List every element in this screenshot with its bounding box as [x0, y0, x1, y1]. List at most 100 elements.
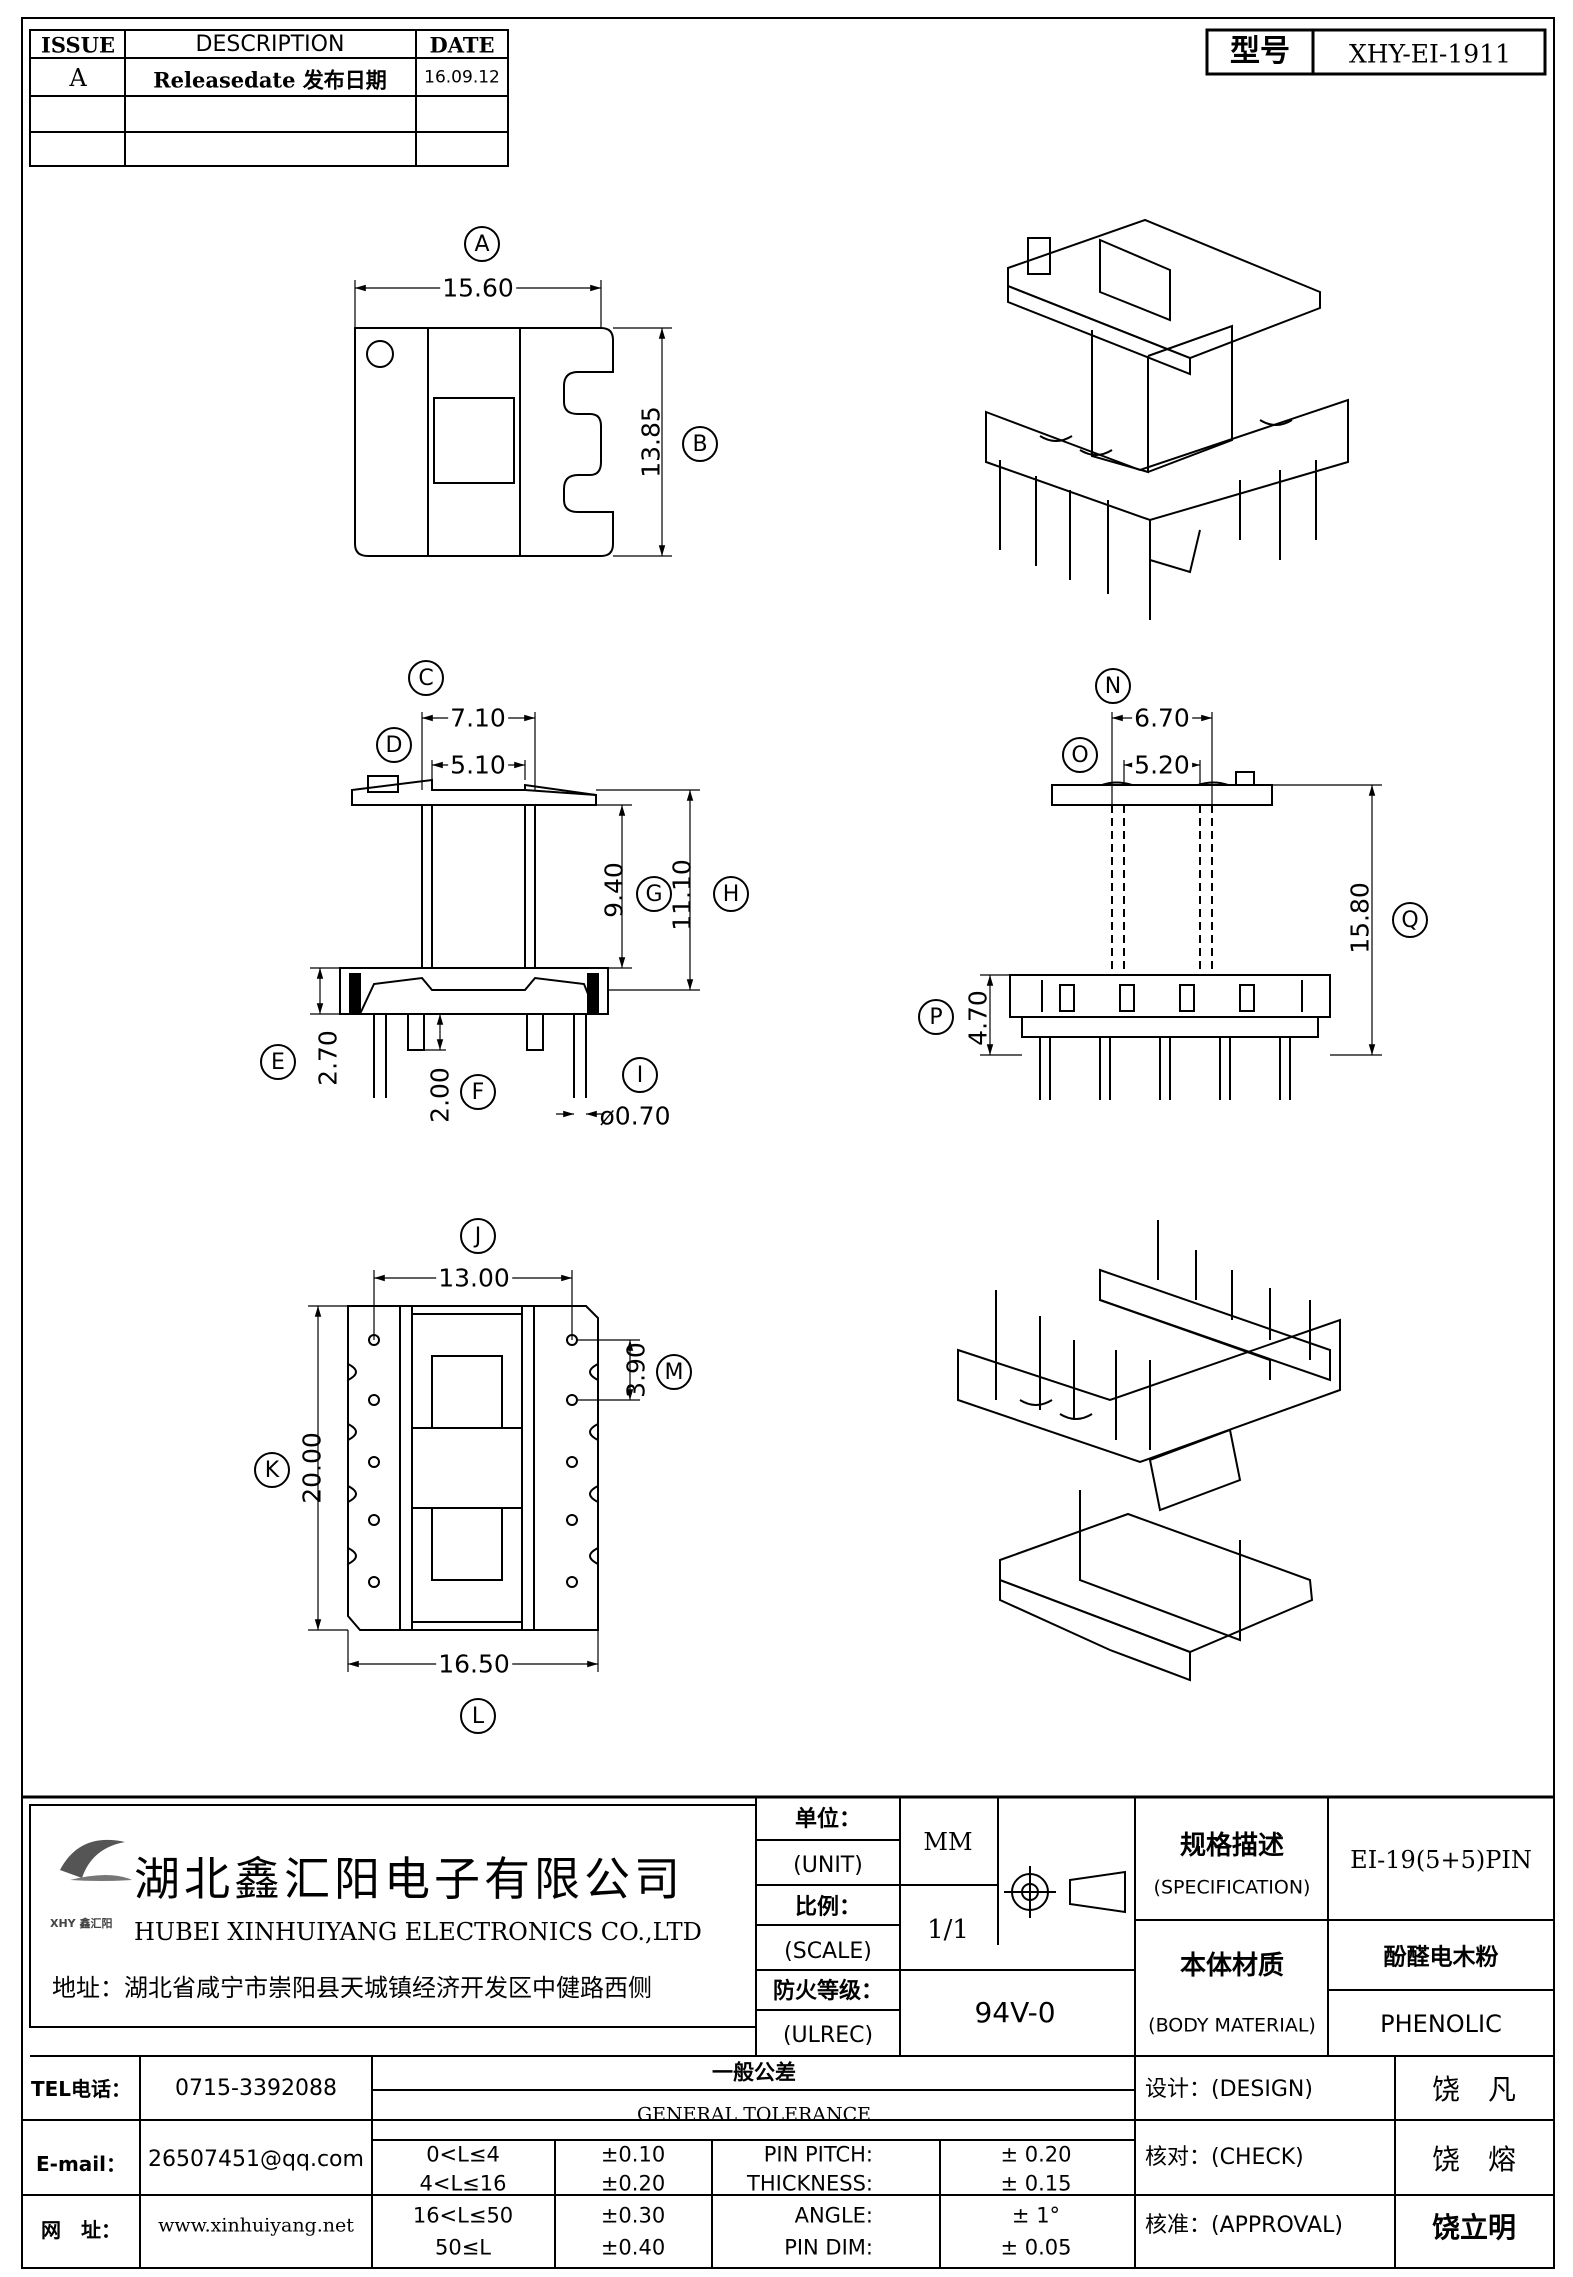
company-logo-mark: [60, 1839, 132, 1881]
balloon-a: A: [464, 226, 500, 262]
title-block-grid: [22, 1797, 1554, 2268]
web-value: www.xinhuiyang.net: [158, 2214, 354, 2237]
balloon-m: M: [656, 1354, 692, 1390]
tol-range-1: 4<L≤16: [419, 2171, 507, 2196]
designer-name: 饶 凡: [1431, 2073, 1517, 2106]
material-value-en: PHENOLIC: [1380, 2010, 1502, 2038]
scale-label-cn: 比例：: [794, 1895, 862, 1920]
balloon-p: P: [918, 999, 954, 1035]
tel-label: TEL电话：: [30, 2077, 132, 2101]
balloon-o: O: [1062, 737, 1098, 773]
balloon-c: C: [408, 660, 444, 696]
balloon-g: G: [636, 876, 672, 912]
tol-value-3: ±0.40: [600, 2235, 666, 2260]
unit-label-en: (UNIT): [793, 1853, 863, 1878]
dim-h: 11.10: [667, 859, 697, 931]
dim-n: 6.70: [1132, 703, 1192, 733]
web-label: 网 址：: [41, 2218, 121, 2242]
dim-d: 5.10: [448, 750, 508, 780]
revision-table-grid: [29, 29, 509, 167]
tol-item-0-value: ± 0.20: [1000, 2142, 1072, 2167]
model-value: XHY-EI-1911: [1349, 39, 1511, 69]
rev-row-issue: A: [69, 64, 87, 92]
dim-j: 13.00: [436, 1263, 512, 1293]
view-side: [980, 712, 1382, 1100]
tolerance-title-cn: 一般公差: [712, 2060, 796, 2085]
spec-label-cn: 规格描述: [1179, 1831, 1285, 1861]
material-label-cn: 本体材质: [1179, 1951, 1285, 1981]
dim-c: 7.10: [448, 703, 508, 733]
fire-value: 94V-0: [974, 1996, 1056, 2029]
balloon-l: L: [460, 1698, 496, 1734]
sheet-border: [21, 17, 1555, 2269]
dim-b: 13.85: [636, 406, 666, 478]
rev-row-date: 16.09.12: [424, 67, 500, 88]
tol-item-1-label: THICKNESS:: [747, 2171, 873, 2196]
dim-o: 5.20: [1132, 750, 1192, 780]
unit-value: MM: [923, 1828, 973, 1856]
balloon-q: Q: [1392, 902, 1428, 938]
rev-row-description: Releasedate 发布日期: [153, 67, 387, 93]
tol-item-3-label: PIN DIM:: [784, 2235, 873, 2260]
check-label: 核对：(CHECK): [1145, 2145, 1304, 2170]
rev-header-description: DESCRIPTION: [195, 32, 345, 57]
tolerance-title-en: GENERAL TOLERANCE: [636, 2103, 872, 2126]
design-label: 设计：(DESIGN): [1145, 2077, 1313, 2102]
material-label-en: (BODY MATERIAL): [1148, 2014, 1316, 2037]
tol-value-1: ±0.20: [600, 2171, 666, 2196]
model-label: 型号: [1230, 34, 1290, 69]
fire-label-en: (ULREC): [782, 2023, 874, 2048]
tol-item-3-value: ± 0.05: [1000, 2235, 1072, 2260]
approval-label: 核准：(APPROVAL): [1145, 2213, 1343, 2238]
dim-l: 16.50: [436, 1649, 512, 1679]
tol-range-3: 50≤L: [434, 2235, 492, 2260]
balloon-i: I: [622, 1057, 658, 1093]
unit-label-cn: 单位：: [794, 1807, 862, 1832]
tol-item-1-value: ± 0.15: [1000, 2171, 1072, 2196]
dim-i: ø0.70: [599, 1101, 671, 1131]
fire-label-cn: 防火等级：: [772, 1979, 884, 2004]
balloon-b: B: [682, 426, 718, 462]
tol-value-2: ±0.30: [600, 2203, 666, 2228]
spec-value: EI-19(5+5)PIN: [1350, 1846, 1532, 1874]
tol-value-0: ±0.10: [600, 2142, 666, 2167]
dim-e: 2.70: [313, 1030, 343, 1086]
view-top: [354, 280, 672, 557]
spec-label-en: (SPECIFICATION): [1153, 1876, 1311, 1899]
dim-a: 15.60: [440, 273, 516, 303]
tel-value: 0715-3392088: [175, 2076, 337, 2101]
dim-f: 2.00: [425, 1067, 455, 1123]
view-bottom: [308, 1270, 640, 1672]
company-name-cn: 湖北鑫汇阳电子有限公司: [134, 1852, 684, 1906]
material-value-cn: 酚醛电木粉: [1383, 1944, 1499, 1971]
balloon-e: E: [260, 1044, 296, 1080]
tol-range-0: 0<L≤4: [426, 2142, 500, 2167]
balloon-n: N: [1095, 668, 1131, 704]
dim-m: 3.90: [621, 1342, 651, 1398]
company-address: 地址：湖北省咸宁市崇阳县天城镇经济开发区中健路西侧: [52, 1974, 652, 2002]
tol-range-2: 16<L≤50: [412, 2203, 514, 2228]
company-name-en: HUBEI XINHUIYANG ELECTRONICS CO.,LTD: [134, 1918, 702, 1946]
balloon-d: D: [376, 727, 412, 763]
approver-name: 饶立明: [1431, 2211, 1517, 2244]
iso-view-bottom: [957, 1220, 1341, 1682]
balloon-k: K: [254, 1452, 290, 1488]
tol-item-0-label: PIN PITCH:: [763, 2142, 873, 2167]
scale-label-en: (SCALE): [784, 1939, 872, 1964]
balloon-h: H: [713, 876, 749, 912]
dim-k: 20.00: [297, 1432, 327, 1504]
checker-name: 饶 熔: [1431, 2143, 1517, 2176]
dim-p: 4.70: [963, 990, 993, 1046]
company-logo-text: XHY 鑫汇阳: [50, 1917, 113, 1930]
iso-view-top: [985, 218, 1349, 620]
rev-header-date: DATE: [429, 32, 495, 58]
email-label: E-mail：: [35, 2152, 127, 2176]
view-front: [310, 712, 700, 1118]
tol-item-2-label: ANGLE:: [794, 2203, 873, 2228]
dim-q: 15.80: [1345, 882, 1375, 954]
balloon-f: F: [460, 1074, 496, 1110]
rev-header-issue: ISSUE: [40, 32, 116, 58]
model-box-grid: [1205, 28, 1547, 76]
